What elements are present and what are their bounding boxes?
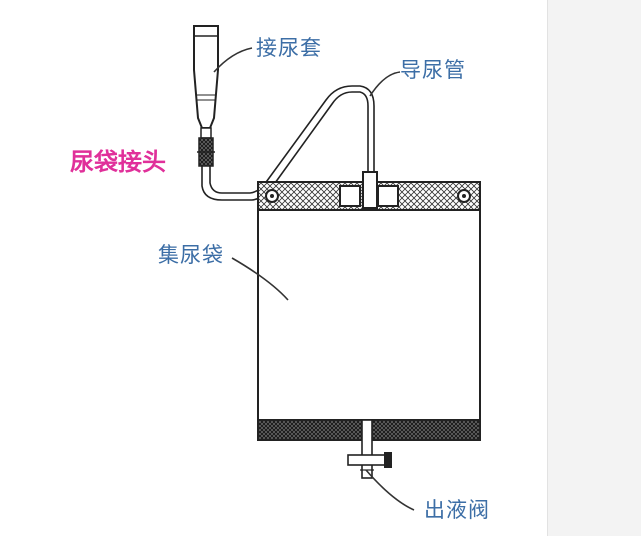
collection-bag-part [257,171,481,441]
leader-valve [365,469,415,511]
label-condom-catheter: 接尿套 [256,36,322,60]
label-collection-bag: 集尿袋 [158,243,224,267]
urine-tube-part [201,85,375,201]
leader-bag [231,257,289,301]
urine-bag-diagram [193,25,481,511]
side-panel [547,0,641,536]
condom-catheter-part [193,25,219,139]
drain-valve-part [347,419,392,479]
leader-condom [213,47,253,73]
leader-lines [213,47,415,511]
label-drain-valve: 出液阀 [424,498,490,522]
bag-connector-part [197,137,215,167]
leader-tube [369,71,401,97]
label-urine-tube: 导尿管 [400,58,466,82]
label-bag-connector: 尿袋接头 [70,148,166,176]
